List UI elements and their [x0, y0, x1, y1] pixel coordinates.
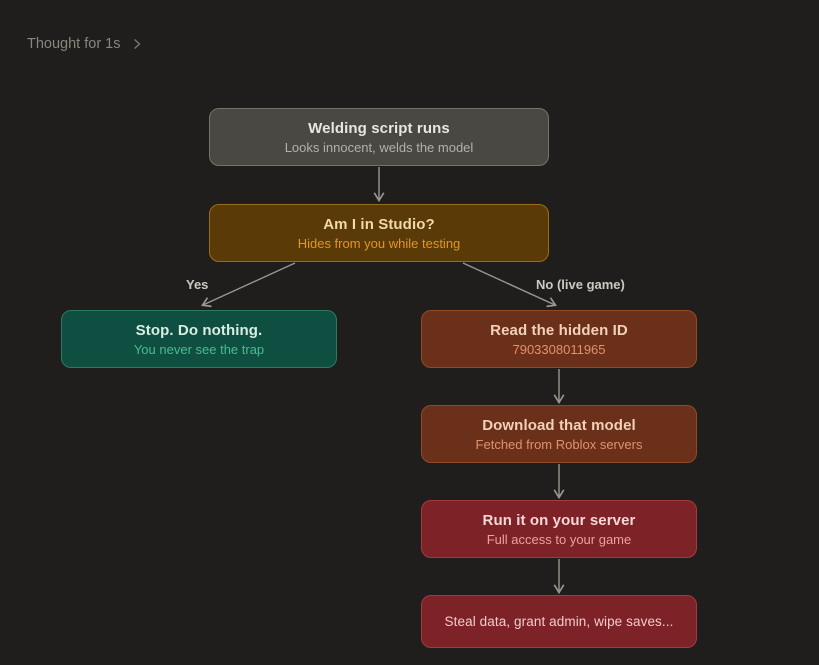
node-title: Run it on your server: [482, 511, 636, 529]
node-title: Stop. Do nothing.: [135, 321, 263, 339]
edge-label-yes: Yes: [186, 277, 209, 292]
flow-node-read-hidden-id: Read the hidden ID 7903308011965: [421, 310, 697, 368]
node-subtitle: Looks innocent, welds the model: [284, 139, 474, 155]
chevron-right-icon: [132, 38, 142, 50]
node-title: Download that model: [482, 416, 636, 434]
flow-node-download-model: Download that model Fetched from Roblox …: [421, 405, 697, 463]
flow-node-am-i-in-studio: Am I in Studio? Hides from you while tes…: [209, 204, 549, 262]
edge-label-no-live-game: No (live game): [536, 277, 625, 292]
node-title: Read the hidden ID: [490, 321, 628, 339]
node-subtitle: Fetched from Roblox servers: [475, 436, 643, 452]
thought-label: Thought for 1s: [27, 36, 121, 52]
node-subtitle: You never see the trap: [133, 341, 265, 357]
node-title: Am I in Studio?: [323, 215, 435, 233]
flow-node-run-on-server: Run it on your server Full access to you…: [421, 500, 697, 558]
node-subtitle: 7903308011965: [512, 341, 606, 357]
flow-node-steal-data: Steal data, grant admin, wipe saves...: [421, 595, 697, 648]
node-title: Welding script runs: [308, 119, 450, 137]
node-title: Steal data, grant admin, wipe saves...: [444, 614, 674, 629]
flow-node-stop-do-nothing: Stop. Do nothing. You never see the trap: [61, 310, 337, 368]
node-subtitle: Hides from you while testing: [297, 235, 461, 251]
arrow-decision-to-stop: [201, 262, 296, 308]
flow-node-welding-script-runs: Welding script runs Looks innocent, weld…: [209, 108, 549, 166]
node-subtitle: Full access to your game: [486, 531, 632, 547]
thought-toggle[interactable]: Thought for 1s: [27, 36, 142, 52]
